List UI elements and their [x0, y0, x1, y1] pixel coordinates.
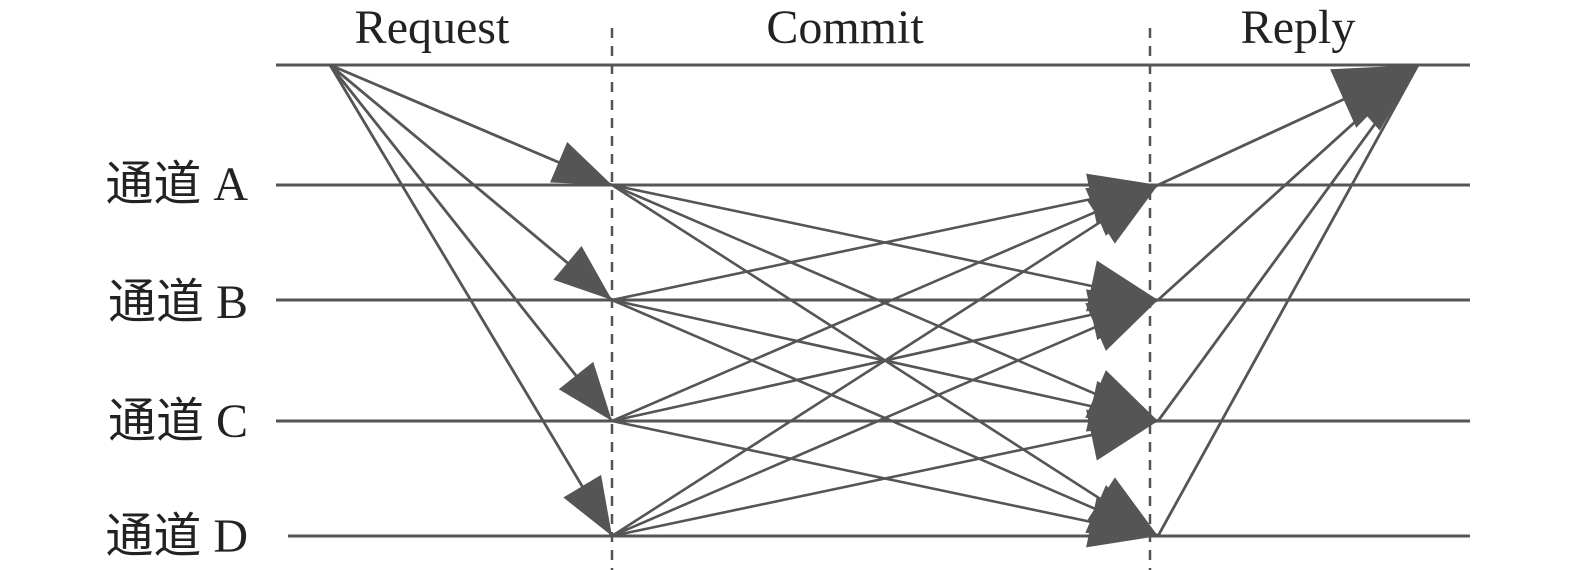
commit-arrowhead-d-to-c	[1086, 409, 1158, 461]
commit-arrow-line-c-to-a	[610, 183, 1160, 423]
request-arrow-line-d	[328, 63, 614, 538]
request-arrows	[328, 63, 614, 538]
request-arrowhead-a	[550, 142, 612, 185]
phase-label-commit: Commit	[766, 1, 924, 54]
channel-label-d: 通道 D	[105, 510, 248, 563]
channel-label-a: 通道 A	[105, 158, 248, 211]
request-arrowhead-b	[553, 245, 612, 300]
reply-arrows	[1156, 63, 1420, 538]
commit-arrowhead-d-to-b	[1085, 300, 1158, 351]
request-arrow-line-b	[328, 63, 614, 302]
phase-label-request: Request	[355, 1, 510, 54]
commit-arrow-line-d-to-b	[610, 298, 1160, 538]
reply-arrowhead-secondary	[1348, 65, 1418, 131]
commit-arrowhead-d-to-a	[1086, 185, 1158, 244]
phase-label-reply: Reply	[1241, 1, 1356, 54]
request-arrowhead-c	[558, 361, 612, 421]
request-arrow-line-c	[328, 63, 614, 423]
commit-arrow-line-b-to-a	[610, 183, 1160, 302]
request-arrowhead-d	[563, 474, 612, 536]
channel-label-b: 通道 B	[108, 276, 248, 329]
commit-arrowhead-c-to-d	[1086, 496, 1158, 548]
commit-arrows	[610, 173, 1160, 548]
channel-label-c: 通道 C	[108, 395, 248, 448]
commit-arrow-line-d-to-a	[610, 183, 1160, 538]
commit-arrow-line-d-to-c	[610, 419, 1160, 538]
reply-arrow-line-d	[1156, 63, 1420, 538]
